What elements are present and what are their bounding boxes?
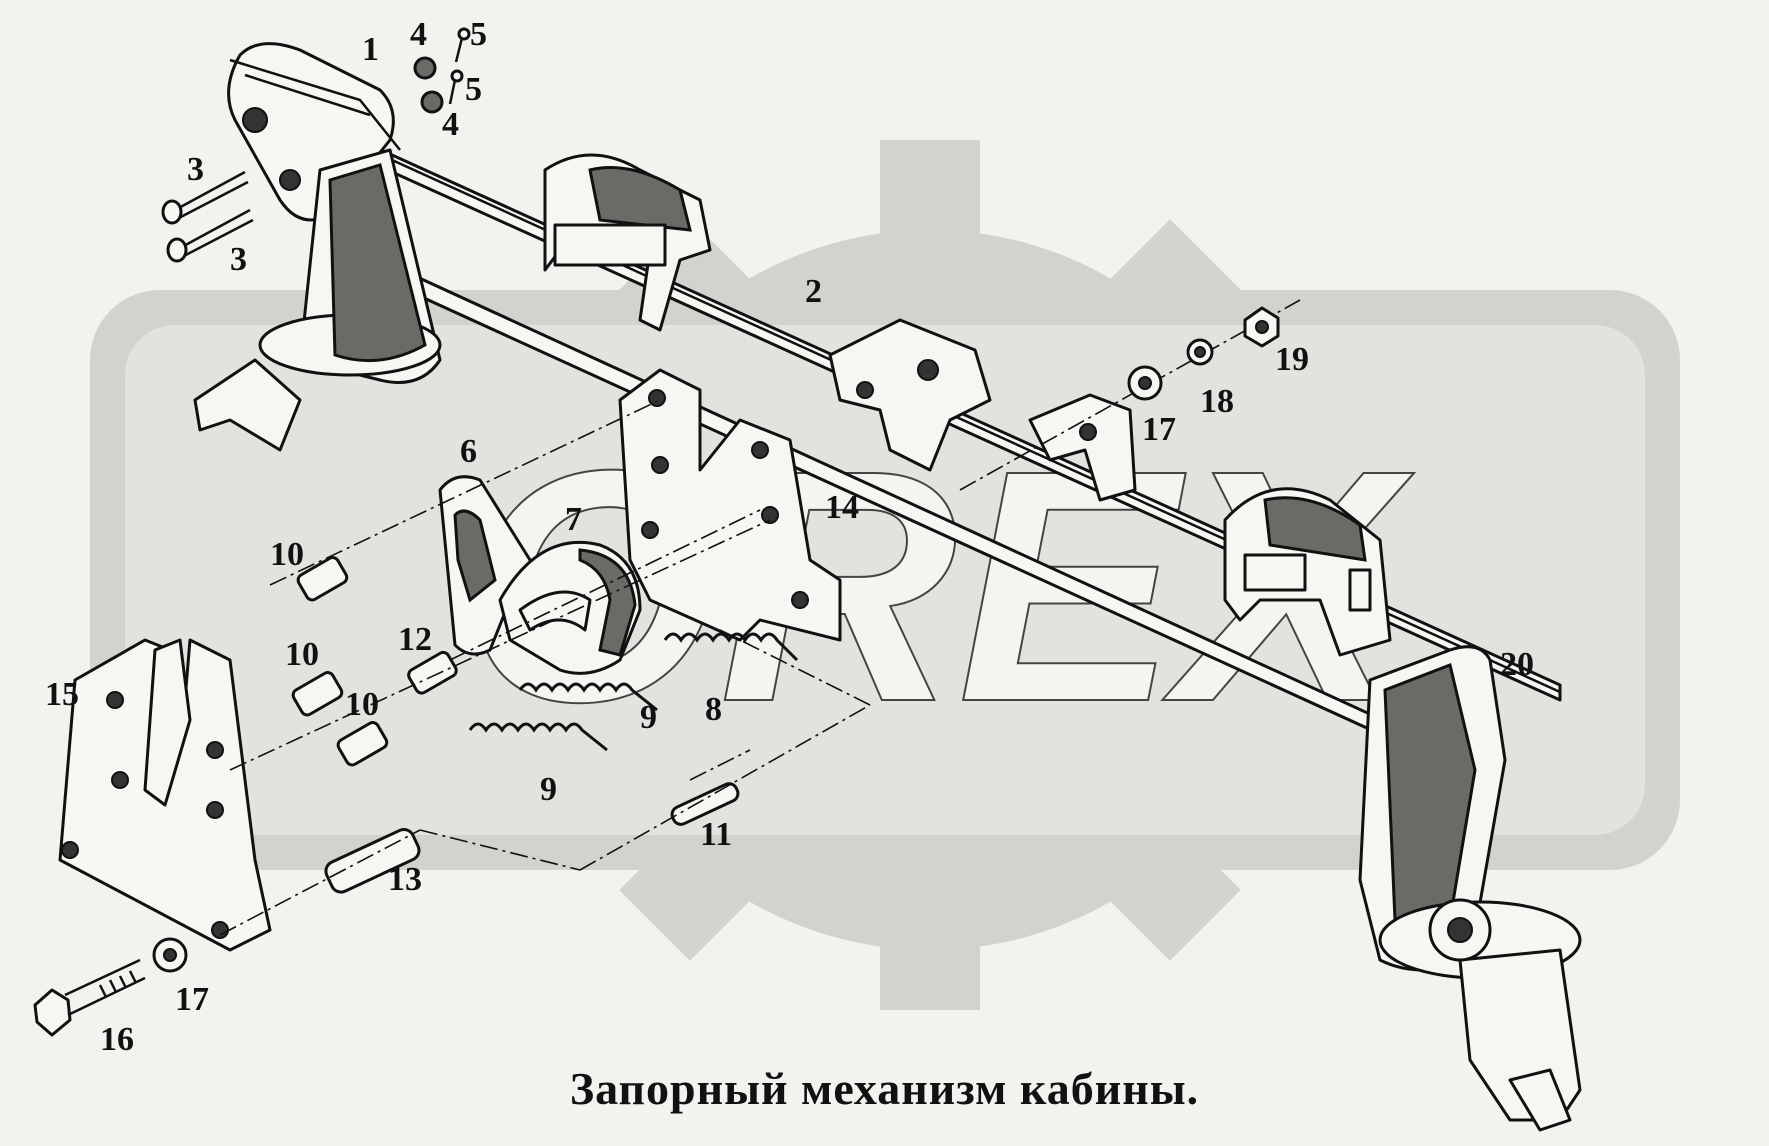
label-10: 10: [345, 686, 379, 723]
watermark-logo: OREX: [90, 140, 1680, 1010]
washers-and-pins: [413, 27, 471, 114]
base-plate-15: [58, 638, 272, 952]
pin-11: [670, 782, 740, 826]
middle-bracket-plates: [828, 318, 1137, 502]
label-6: 6: [460, 433, 477, 470]
right-saddle-bracket: [1223, 487, 1392, 657]
upper-saddle-bracket: [543, 153, 712, 332]
assembly-lines: [219, 399, 871, 936]
label-9: 9: [540, 771, 557, 808]
part-labels: 1 2 3 3 4 4 5 5 6 7 8 9 9 10 10 10 11 12…: [45, 16, 1534, 1058]
label-17: 17: [1142, 411, 1176, 448]
label-3: 3: [187, 151, 204, 188]
label-13: 13: [388, 861, 422, 898]
label-10: 10: [270, 536, 304, 573]
sleeve-13: [324, 828, 421, 894]
label-3: 3: [230, 241, 247, 278]
label-9: 9: [640, 699, 657, 736]
label-12: 12: [398, 621, 432, 658]
right-lever-bracket: [1358, 645, 1582, 1132]
left-lever-bracket: [193, 42, 442, 452]
label-17: 17: [175, 981, 209, 1018]
bolt-16-washer-17: [33, 937, 188, 1037]
label-10: 10: [285, 636, 319, 673]
label-5: 5: [470, 16, 487, 53]
right-fasteners: [959, 299, 1301, 491]
label-5: 5: [465, 71, 482, 108]
spacers-10: [291, 556, 458, 767]
springs: [468, 632, 799, 752]
label-19: 19: [1275, 341, 1309, 378]
label-7: 7: [565, 501, 582, 538]
bracket-plate-14: [618, 368, 842, 642]
label-2: 2: [805, 273, 822, 310]
label-4: 4: [442, 106, 459, 143]
diagram-caption: Запорный механизм кабины.: [569, 1063, 1200, 1114]
label-15: 15: [45, 676, 79, 713]
label-11: 11: [700, 816, 732, 853]
label-1: 1: [362, 31, 379, 68]
label-14: 14: [825, 489, 859, 526]
label-18: 18: [1200, 383, 1234, 420]
label-8: 8: [705, 691, 722, 728]
label-16: 16: [100, 1021, 134, 1058]
label-20: 20: [1500, 646, 1534, 683]
bolts-3: [161, 170, 254, 263]
label-4: 4: [410, 16, 427, 53]
